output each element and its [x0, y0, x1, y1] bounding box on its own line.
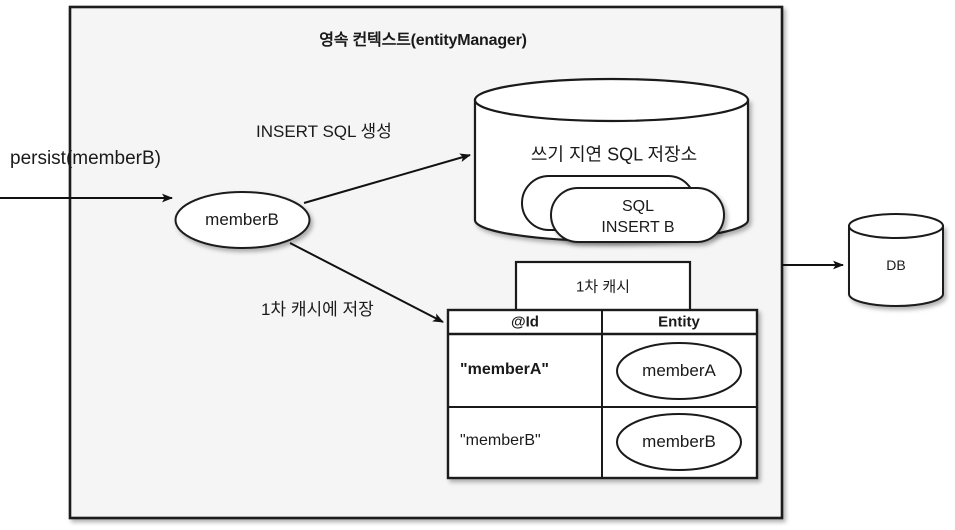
cache-row-0-entity: memberA	[642, 361, 716, 381]
column-header-entity: Entity	[658, 313, 700, 331]
insert-sql-flow-label: INSERT SQL 생성	[256, 122, 392, 141]
column-header-id: @Id	[511, 313, 539, 331]
database-label: DB	[886, 256, 906, 273]
cache-row-0-id: "memberA"	[460, 361, 549, 378]
database-cylinder	[848, 213, 944, 307]
persist-call-label: persist(memberB)	[10, 148, 161, 169]
cache-row-1-id: "memberB"	[460, 432, 541, 449]
cache-store-flow-label: 1차 캐시에 저장	[261, 300, 374, 319]
arrow-to-sql-store	[303, 153, 471, 204]
arrow-to-first-level-cache	[289, 242, 444, 323]
page-title: 영속 컨텍스트(entityManager)	[319, 31, 527, 49]
sql-card-front-line2: INSERT B	[601, 218, 675, 236]
sql-card-front-line1: SQL	[621, 197, 655, 215]
cache-row-1-entity: memberB	[642, 432, 716, 452]
member-b-entity-ellipse	[174, 191, 311, 249]
first-level-cache-header-label: 1차 캐시	[576, 278, 630, 296]
first-level-cache-table	[446, 308, 759, 480]
sql-store-title: 쓰기 지연 SQL 저장소	[530, 144, 698, 165]
sql-card-front	[550, 187, 725, 243]
member-b-entity-label: memberB	[205, 210, 279, 230]
